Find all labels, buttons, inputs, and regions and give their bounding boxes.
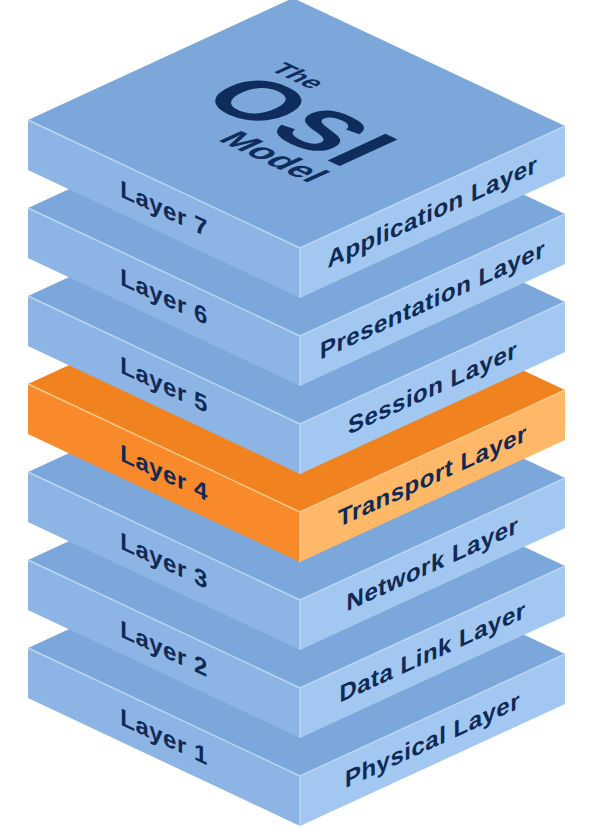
slab-edge (299, 600, 301, 650)
slab-edge (299, 336, 301, 386)
slab-edge (28, 648, 300, 776)
slab-edge (299, 512, 301, 562)
slab-edge (300, 654, 565, 776)
title-group: TheOSIModel (158, 59, 435, 188)
slab-edge (299, 248, 301, 298)
slab-edge (299, 424, 301, 474)
slab-edge (299, 688, 301, 738)
slab-left-face (28, 648, 300, 826)
slab-right-face (300, 654, 565, 826)
slab-edge (299, 776, 301, 826)
